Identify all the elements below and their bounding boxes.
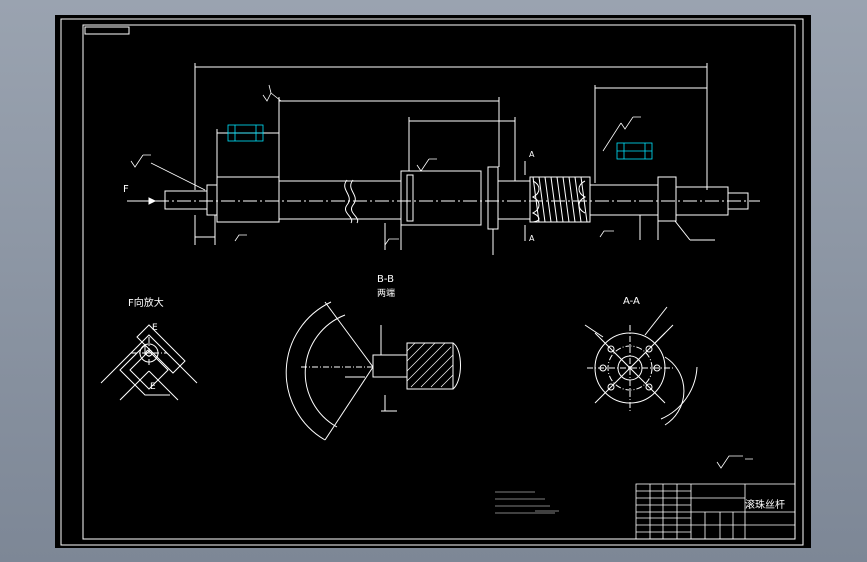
shaft-end-tip — [727, 192, 749, 210]
bearing-seat — [400, 170, 482, 226]
leaders — [130, 84, 641, 246]
section-bb-title: B-B — [377, 274, 394, 285]
shaft-body-right — [589, 184, 659, 216]
shaft-end-left — [164, 190, 208, 210]
break-line — [344, 179, 353, 224]
title-block — [635, 483, 796, 540]
section-bb-note: 两端 — [377, 289, 396, 299]
thread-hatch — [531, 176, 588, 223]
bearing-collar — [406, 174, 414, 222]
aa-section — [584, 306, 698, 426]
f-view-shape — [100, 324, 198, 401]
outer-frame — [60, 18, 804, 546]
corner-tag — [84, 26, 130, 35]
section-a-mark-top: A — [529, 150, 535, 159]
nut-flange — [487, 166, 499, 230]
f-view-mark-e-bottom: E — [150, 382, 156, 392]
bb-hatch — [406, 342, 454, 388]
title-block-part-name: 滚珠丝杆 — [745, 500, 785, 511]
view-arrow-f — [127, 197, 157, 205]
inner-frame — [82, 24, 796, 540]
drawing-sheet: F A A F向放大 E E B-B 两端 A-A 滚珠丝杆 — [55, 15, 811, 548]
shaft-drawing — [60, 18, 804, 546]
shaft-flange-left — [206, 184, 218, 216]
f-view-title: F向放大 — [128, 298, 164, 309]
default-roughness — [716, 455, 753, 469]
shaft-flange-right — [657, 176, 677, 222]
nut-body — [497, 180, 531, 220]
bb-section — [285, 301, 461, 441]
shaft-body-mid — [278, 180, 402, 220]
tolerance-frame-right — [616, 142, 653, 160]
shaft-body-left — [216, 176, 280, 223]
tech-notes — [495, 491, 559, 514]
view-arrow-f-label: F — [123, 184, 129, 195]
tolerance-frame-left — [227, 124, 264, 142]
section-a-mark-bottom: A — [529, 234, 535, 243]
f-view-mark-e-top: E — [152, 323, 158, 333]
section-aa-title: A-A — [623, 296, 640, 307]
